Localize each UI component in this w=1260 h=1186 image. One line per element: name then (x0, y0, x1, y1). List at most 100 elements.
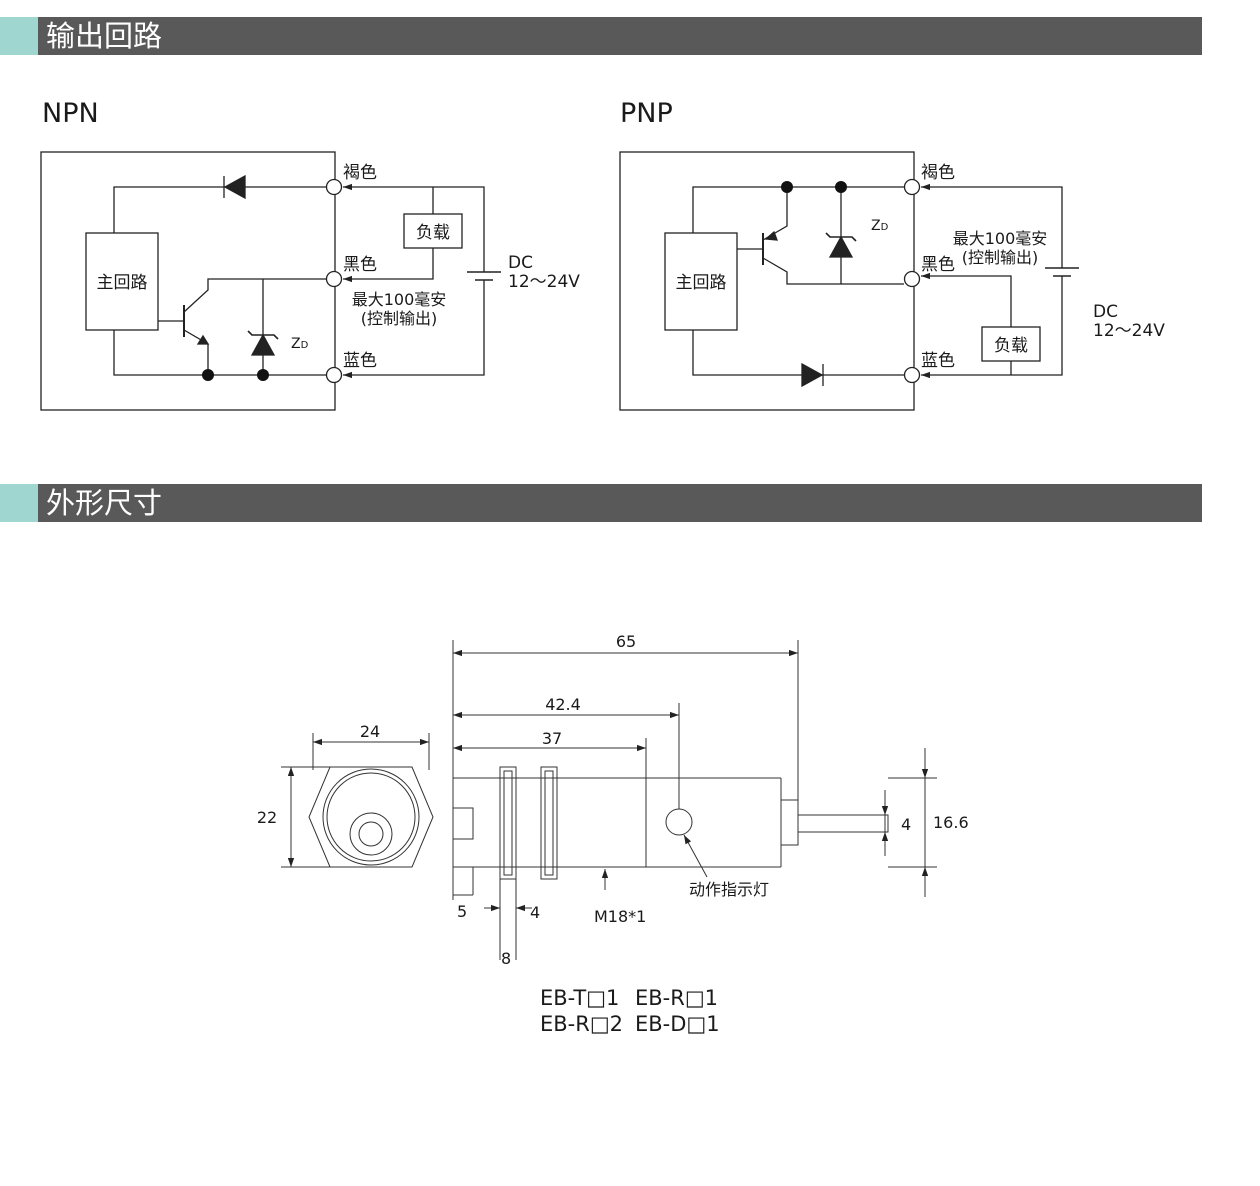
section-title: 外形尺寸 (46, 486, 163, 520)
npn-voltage-label: 12～24V (508, 272, 580, 292)
cable (797, 814, 889, 833)
pnp-main-circuit-label: 主回路 (676, 273, 727, 293)
pnp-heading: PNP (620, 98, 673, 129)
npn-emitter-arrow-icon (196, 334, 210, 345)
pnp-zener-bar (825, 232, 857, 242)
dim-body-diameter-label: 16.6 (933, 813, 969, 832)
section-title: 输出回路 (46, 19, 163, 53)
pnp-terminal-brown (903, 178, 921, 196)
hex-nut-outline (308, 766, 434, 868)
section-header-output-circuit: 输出回路 (0, 17, 1202, 55)
pnp-main-circuit-box (664, 232, 738, 331)
model-line-1b: EB-R□1 (635, 986, 718, 1010)
pnp-junction-dot (781, 181, 793, 193)
npn-terminal-blue (325, 366, 343, 384)
side-view: 65 42.4 37 16.6 4 5 4 (452, 632, 969, 968)
npn-main-circuit-label: 主回路 (97, 273, 148, 293)
npn-emitter (183, 329, 209, 375)
model-line-2b: EB-D□1 (635, 1012, 720, 1036)
section-header-dimensions: 外形尺寸 (0, 484, 1202, 522)
npn-control-output-label: (控制输出) (361, 309, 438, 328)
pnp-max-current-label: 最大100毫安 (953, 229, 1048, 248)
nut-1-inner (503, 770, 513, 876)
thread-spec-label: M18*1 (594, 907, 646, 926)
pnp-zener-label: ZD (871, 218, 889, 234)
npn-load-box (403, 213, 463, 249)
pnp-load-top-wire (921, 272, 1012, 327)
nut-1-outer (499, 766, 517, 880)
front-outer-ring (322, 768, 420, 866)
npn-collector (183, 278, 326, 313)
front-lens-inner (358, 821, 384, 847)
section-bar-background (38, 484, 1202, 522)
indicator-leader-line (683, 834, 708, 878)
section-accent (0, 17, 38, 55)
section-bar-background (38, 17, 1202, 55)
npn-zener-bar (247, 330, 279, 340)
npn-load-bottom-wire (343, 248, 434, 283)
pnp-diode-icon (801, 362, 824, 388)
dim-indicator-length-label: 42.4 (545, 695, 581, 714)
npn-circuit: NPN 主回路 ZD 褐色 黑色 蓝色 (40, 98, 580, 411)
front-view: 24 22 (257, 722, 434, 868)
front-lens-outer (349, 812, 393, 856)
pnp-circuit: PNP 主回路 ZD 褐色 黑色 蓝色 (619, 98, 1165, 411)
section-accent (0, 484, 38, 522)
npn-junction-dot (257, 369, 269, 381)
npn-heading: NPN (42, 98, 99, 129)
dim-front-offset-label: 5 (457, 902, 467, 921)
pnp-ext-top-wire (921, 183, 1063, 268)
dim-nut-spacing-label: 8 (501, 949, 511, 968)
dim-hex-width-label: 24 (360, 722, 380, 741)
pnp-black-label: 黑色 (921, 255, 955, 275)
npn-dc-label: DC (508, 253, 533, 273)
npn-top-wire (113, 186, 326, 233)
npn-load-label: 负载 (416, 223, 450, 243)
pnp-bottom-wire (692, 330, 904, 376)
nut-2-outer (540, 766, 558, 880)
pnp-top-wire (692, 186, 904, 233)
pnp-load-box (981, 326, 1041, 362)
npn-blue-label: 蓝色 (343, 351, 377, 371)
pnp-sensor-box (619, 151, 915, 411)
pnp-junction-dot (835, 181, 847, 193)
npn-max-current-label: 最大100毫安 (352, 290, 447, 309)
nut-2-inner (544, 770, 554, 876)
pnp-emitter (762, 187, 788, 241)
pnp-ext-bottom-wire (921, 276, 1063, 379)
pnp-blue-label: 蓝色 (921, 351, 955, 371)
indicator-light-icon (665, 808, 693, 836)
dimension-drawing: 24 22 (257, 632, 969, 1036)
npn-zener-label: ZD (291, 336, 309, 352)
pnp-brown-label: 褐色 (921, 163, 955, 183)
pnp-load-label: 负载 (994, 336, 1028, 356)
dim-hex-height-label: 22 (257, 808, 277, 827)
dim-thread-length-label: 37 (542, 729, 562, 748)
npn-brown-label: 褐色 (343, 163, 377, 183)
npn-junction-dot (202, 369, 214, 381)
pnp-terminal-black (903, 270, 921, 288)
model-line-1a: EB-T□1 (540, 986, 619, 1010)
npn-sensor-box (40, 151, 336, 411)
dim-cable-diameter-label: 4 (901, 815, 911, 834)
front-lens-cap (452, 807, 474, 840)
npn-bottom-wire (113, 330, 326, 376)
npn-ext-top-wire (343, 183, 485, 272)
pnp-zener-icon (828, 235, 854, 258)
pnp-terminal-blue (903, 366, 921, 384)
dim-total-length-label: 65 (616, 632, 636, 651)
dim-nut-thickness-label: 4 (530, 903, 540, 922)
indicator-light-label: 动作指示灯 (689, 880, 769, 899)
model-line-2a: EB-R□2 (540, 1012, 623, 1036)
npn-main-circuit-box (85, 232, 159, 331)
pnp-control-output-label: (控制输出) (962, 248, 1039, 267)
npn-zener-icon (250, 333, 276, 356)
npn-ext-bottom-wire (343, 280, 485, 379)
pnp-emitter-arrow-icon (764, 230, 778, 241)
pnp-collector (762, 257, 904, 285)
rear-gland (780, 799, 799, 846)
pnp-dc-label: DC (1093, 302, 1118, 322)
npn-black-label: 黑色 (343, 255, 377, 275)
npn-terminal-black (325, 270, 343, 288)
